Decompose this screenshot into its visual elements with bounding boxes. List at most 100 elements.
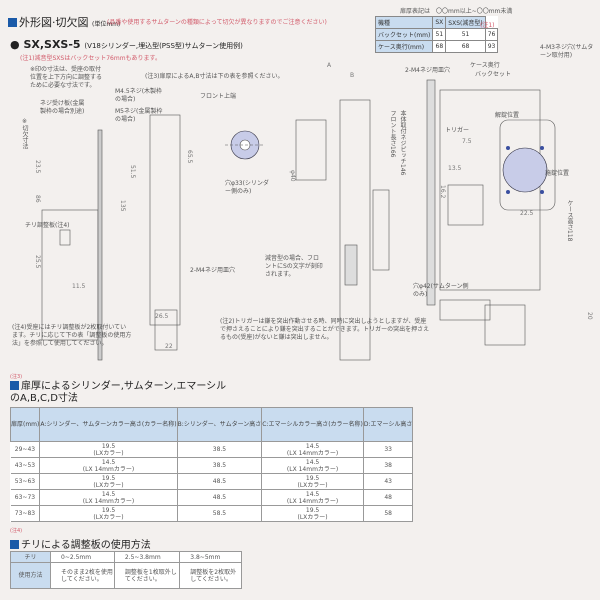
spec-header: 機種 [374, 16, 434, 29]
abc-header: 扉厚(mm) [9, 407, 41, 442]
dim: 25.5 [34, 255, 41, 269]
cell: 73~83 [10, 505, 41, 522]
label-trigger: トリガー [445, 127, 470, 134]
label-backset: バックセット [475, 71, 512, 78]
abc-header: C:エマーシルカラー高さ(カラー名称) [261, 407, 364, 442]
deadbolt [447, 184, 484, 226]
model-name-text: SX,SXS-5 [23, 38, 81, 51]
cell: 調整板を2枚取外してください。 [179, 562, 242, 589]
cell: 43 [363, 473, 414, 490]
label-m4-right: 2-M4ネジ用皿穴 [405, 67, 450, 74]
cell: 43~53 [10, 457, 41, 474]
note2: (注2)トリガーは鎌を突出作動させる時、同時に突出しようとしますが、受座で押さえ… [220, 318, 430, 341]
chiri-header: チリ [10, 551, 51, 563]
cell-value: 19.5 [101, 442, 116, 450]
dim: 86 [34, 195, 41, 203]
cell: 調整板を1枚取外してください。 [113, 562, 181, 589]
cell: 14.5(LX 14mmカラー) [261, 441, 364, 458]
cell: 2.5~3.8mm [113, 551, 181, 563]
strike-plate [97, 129, 103, 361]
note3: (注3)扉厚によるA,B寸法は下の表を参照ください。 [145, 73, 284, 80]
abc-note: (注3) [10, 374, 23, 380]
spec-note: (注1) [480, 22, 495, 29]
cell-value: 19.5 [305, 474, 320, 482]
dim: 51.5 [129, 165, 136, 179]
spec-cell: 51 [445, 28, 486, 41]
bolt-end [484, 304, 526, 346]
label-pitch: 本体取付ネジピッチ146 [399, 110, 406, 176]
abc-header: B:シリンダー、サムターン高さ [176, 407, 263, 442]
cell-sub: (LX 14mmカラー) [82, 465, 135, 473]
cell: 38 [363, 457, 414, 474]
dim: 20 [586, 312, 593, 320]
abc-header: D:エマーシル高さ [362, 407, 414, 442]
title-square-icon [10, 540, 19, 549]
cell-sub: (LXカラー) [93, 513, 124, 521]
dim: 135 [119, 200, 126, 212]
label-hole33: 穴φ33(シリンダー側のみ) [225, 180, 269, 195]
screw-hole-icon [506, 190, 510, 194]
cell-value: 14.5 [305, 442, 320, 450]
dim: 11.5 [72, 283, 86, 290]
cell: 19.5(LXカラー) [261, 505, 364, 522]
cell-value: 19.5 [305, 506, 320, 514]
label-case-height: ケース高さ118 [566, 200, 573, 242]
cell-value: 19.5 [101, 506, 116, 514]
screw-hole-icon [540, 190, 544, 194]
strike-side [154, 309, 178, 351]
cell-sub: (LX 14mmカラー) [286, 465, 339, 473]
abc-header: A:シリンダー、サムターンカラー高さ(カラー名称) [39, 407, 178, 442]
label-quiet: 減音型の場合、フロントにSの文字が刻印されます。 [265, 255, 323, 278]
cell: 3.8~5mm [179, 551, 242, 563]
cell: 14.5(LX 14mmカラー) [39, 489, 178, 506]
section-title: 外形図·切欠図 (単位mm) [8, 14, 120, 30]
dim: 16.2 [439, 185, 446, 199]
dim: φ40 [289, 170, 296, 182]
model-name: ● SX,SXS-5 (V18シリンダー,埋込型(PSS型)サムターン使用例) [10, 38, 243, 51]
dim: 26.5 [155, 313, 169, 320]
dim: 65.5 [186, 150, 193, 164]
model-desc: (V18シリンダー,埋込型(PSS型)サムターン使用例) [84, 42, 243, 50]
dim: 22.5 [520, 210, 534, 217]
cell: 63~73 [10, 489, 41, 506]
label-m4-left: 2-M4ネジ用皿穴 [190, 267, 235, 274]
lock-front [426, 79, 436, 306]
cell-sub: (LX 14mmカラー) [286, 449, 339, 457]
screw-hole-icon [506, 146, 510, 150]
cell: 38.5 [177, 441, 263, 458]
note4: (注4)受座にはチリ調整板が2枚取付いています。チリに応じて下の表「調整板の使用… [12, 324, 132, 347]
thumbturn-circle [502, 147, 548, 193]
spec-cell: 68 [445, 40, 486, 53]
cell-sub: (LXカラー) [297, 513, 328, 521]
cell: 0~2.5mm [50, 551, 115, 563]
spec-cell: 76 [484, 28, 499, 41]
cell-value: 14.5 [101, 458, 116, 466]
model-note: (注1)減音型SXSはバックセット76mmもあります。 [20, 55, 161, 62]
dim: 13.5 [448, 165, 462, 172]
front-plate [339, 99, 371, 361]
title-square-icon [10, 381, 19, 390]
title-square-icon [8, 18, 17, 27]
cell: 48.5 [177, 489, 263, 506]
cell: 48.5 [177, 473, 263, 490]
chiri-note: (注4) [10, 528, 23, 534]
label-m3: 4-M3ネジ穴(サムターン取付用) [540, 44, 594, 59]
dim: 22 [165, 343, 173, 350]
dim: B [350, 72, 355, 79]
cylinder-side [295, 119, 327, 181]
abc-title: 扉厚によるシリンダー,サムターン,エマーシルのA,B,C,D寸法 [10, 381, 230, 405]
label-m45: M4.5ネジ(木製枠の場合) [115, 88, 163, 103]
chiri-header: 使用方法 [10, 562, 51, 589]
cell-value: 14.5 [305, 490, 320, 498]
door-thickness-note: 扉厚表記は 〇〇mm以上~〇〇mm未満 [400, 8, 513, 15]
lock-diagram [41, 79, 556, 361]
label-front-top: フロント上端 [200, 93, 237, 100]
cell-sub: (LXカラー) [93, 449, 124, 457]
latch-side [372, 189, 390, 271]
cell: 19.5(LXカラー) [39, 441, 178, 458]
label-cut: ※切欠寸法 [21, 118, 28, 149]
